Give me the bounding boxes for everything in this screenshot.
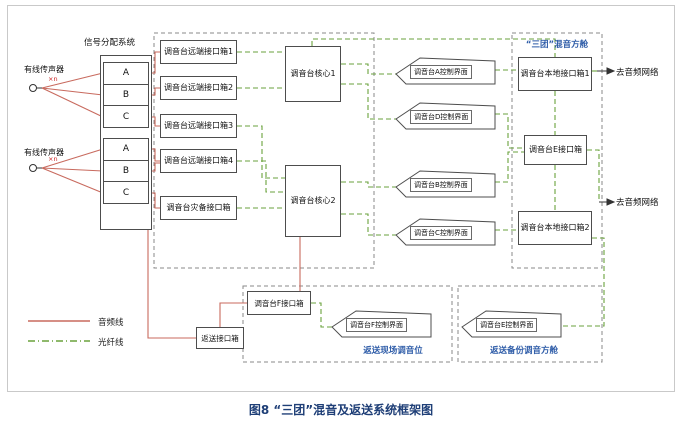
console-e-label: 调音台E控制界面 [476, 318, 538, 332]
audio-dist-to-return-box [147, 230, 196, 339]
signal-b1: B [104, 85, 148, 107]
console-d-label: 调音台D控制界面 [410, 110, 473, 124]
figure-caption: 图8 “三团”混音及返送系统框架图 [248, 403, 434, 417]
audio-mic2-a [41, 148, 104, 169]
console-f-label: 调音台F控制界面 [346, 318, 408, 332]
arrow-network2-head [606, 198, 616, 206]
disaster-backup-interface-box: 调音台灾备接口箱 [160, 196, 237, 220]
mic2-multiplier: ×n [48, 155, 58, 163]
signal-group-2: A B C [103, 138, 149, 204]
signal-a2: A [104, 139, 148, 161]
mic2-icon [29, 164, 37, 172]
fiber-core1-consoleD [341, 83, 396, 120]
to-audio-network-2: 去音频网络 [616, 198, 659, 208]
console-a-label: 调音台A控制界面 [410, 65, 472, 79]
signal-group-1: A B C [103, 62, 149, 128]
backup-monitor-cabin-label: 返送备份调音方舱 [489, 346, 558, 356]
mixing-cabin-title: “三团”混音方舱 [525, 40, 589, 50]
signal-system-title: 信号分配系统 [84, 38, 136, 48]
signal-c2: C [122, 187, 130, 198]
mixer-f-interface-box: 调音台F接口箱 [247, 291, 311, 315]
remote-interface-box-3: 调音台远端接口箱3 [160, 114, 237, 138]
local-interface-box-2: 调音台本地接口箱2 [518, 211, 592, 245]
fiber-lines [28, 38, 605, 342]
fiber-fbox-consoleF [311, 302, 332, 328]
fiber-cabin-consoleE [561, 237, 605, 327]
audio-mic1-a [41, 72, 104, 89]
fiber-consoleB-ebox [495, 151, 524, 183]
audio-dist-to-remote4 [149, 148, 160, 162]
network-arrows [597, 67, 616, 206]
fiber-ebox-network2 [587, 149, 600, 202]
field-monitor-position-label: 返送现场调音位 [363, 346, 423, 356]
fiber-consoleD-ebox [495, 113, 524, 149]
audio-dist-to-remote4b [149, 162, 160, 172]
fiber-core2-consoleC [341, 213, 396, 236]
audio-dist-to-disaster [149, 192, 160, 209]
remote-interface-box-1: 调音台远端接口箱1 [160, 40, 237, 64]
region-field-monitor [242, 285, 453, 363]
audio-dist-to-remote2 [149, 87, 160, 96]
audio-lines [28, 51, 301, 339]
console-c-label: 调音台C控制界面 [410, 226, 472, 240]
audio-mic2-c [41, 167, 104, 194]
remote-interface-box-2: 调音台远端接口箱2 [160, 76, 237, 100]
audio-dist-to-remote3 [149, 116, 160, 127]
region-mixing-cabin [511, 32, 603, 269]
fiber-remote4-core2 [237, 160, 285, 193]
region-backup-monitor [457, 285, 603, 363]
signal-b2: B [104, 161, 148, 183]
wired-mic1-label: 有线传声器 [24, 65, 64, 74]
audio-dist-to-remote1 [149, 51, 160, 74]
local-interface-box-1: 调音台本地接口箱1 [518, 57, 592, 91]
legend-fiber-label: 光纤线 [98, 338, 124, 348]
arrow-network1-head [606, 67, 616, 75]
audio-mic1-b [41, 87, 104, 96]
audio-mic1-c [41, 87, 104, 118]
fiber-core1-local1-top [311, 38, 556, 57]
mic1-multiplier: ×n [48, 75, 58, 83]
wired-mic2-label: 有线传声器 [24, 148, 64, 157]
to-audio-network-1: 去音频网络 [616, 68, 659, 78]
mixer-e-interface-box: 调音台E接口箱 [524, 135, 587, 165]
fiber-core2-consoleB [341, 181, 396, 188]
mixer-core-2: 调音台核心2 [285, 165, 341, 237]
return-interface-box: 返送接口箱 [196, 327, 244, 349]
audio-mic2-b [41, 167, 104, 172]
console-shapes [331, 57, 562, 338]
mixer-core-1: 调音台核心1 [285, 46, 341, 102]
dashed-regions [153, 32, 603, 363]
console-b-label: 调音台B控制界面 [410, 178, 472, 192]
remote-interface-box-4: 调音台远端接口箱4 [160, 149, 237, 173]
fiber-core1-consoleA [341, 63, 396, 75]
mic1-icon [29, 84, 37, 92]
region-main-system [153, 32, 375, 269]
fiber-remote3-core2 [237, 125, 285, 179]
audio-return-to-fbox [219, 302, 247, 327]
microphone-icons [29, 84, 42, 172]
signal-c1: C [122, 111, 130, 122]
signal-a1: A [104, 63, 148, 85]
legend-audio-label: 音频线 [98, 318, 124, 328]
